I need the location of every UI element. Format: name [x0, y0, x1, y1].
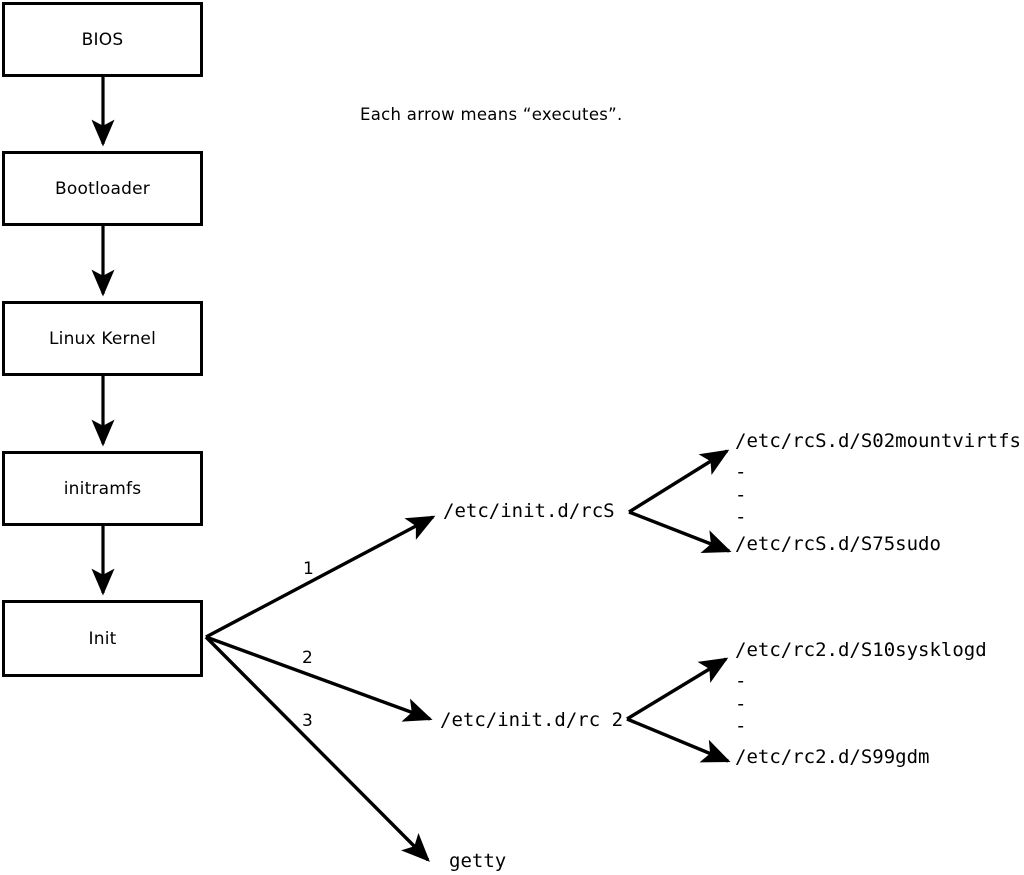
init-branch-arrow-3: [204, 635, 430, 862]
node-linux-kernel-label: Linux Kernel: [48, 328, 156, 349]
node-initramfs-label: initramfs: [63, 478, 142, 499]
diagram-caption: Each arrow means “executes”.: [360, 105, 623, 124]
node-linux-kernel[interactable]: Linux Kernel: [2, 301, 203, 376]
node-init-label: Init: [88, 628, 117, 649]
target-getty[interactable]: getty: [449, 850, 507, 872]
rcs-branch-arrow-first: [628, 449, 730, 514]
rc2-branch-arrow-last: [626, 717, 731, 763]
node-bootloader-label: Bootloader: [55, 178, 150, 199]
node-init[interactable]: Init: [2, 600, 203, 677]
rc2-script-last[interactable]: /etc/rc2.d/S99gdm: [735, 746, 930, 768]
node-initramfs[interactable]: initramfs: [2, 451, 203, 526]
rcs-script-first[interactable]: /etc/rcS.d/S02mountvirtfs: [735, 430, 1021, 452]
rc2-scripts-ellipsis: - - -: [735, 670, 747, 737]
branch-number-1: 1: [303, 559, 314, 579]
branch-number-2: 2: [302, 648, 313, 668]
rc2-branch-arrow-first: [626, 657, 729, 721]
rcs-scripts-ellipsis: - - -: [735, 461, 747, 528]
rc2-script-first[interactable]: /etc/rc2.d/S10sysklogd: [735, 639, 987, 661]
node-bios[interactable]: BIOS: [2, 2, 203, 77]
init-branch-arrow-2: [205, 635, 433, 722]
target-init-d-rcs[interactable]: /etc/init.d/rcS: [443, 500, 615, 522]
node-bios-label: BIOS: [81, 29, 124, 50]
init-branch-arrow-1: [205, 515, 436, 639]
branch-number-3: 3: [302, 711, 313, 731]
rcs-branch-arrow-last: [628, 510, 732, 554]
node-bootloader[interactable]: Bootloader: [2, 151, 203, 226]
target-init-d-rc2[interactable]: /etc/init.d/rc 2: [440, 709, 624, 731]
rcs-script-last[interactable]: /etc/rcS.d/S75sudo: [735, 533, 941, 555]
